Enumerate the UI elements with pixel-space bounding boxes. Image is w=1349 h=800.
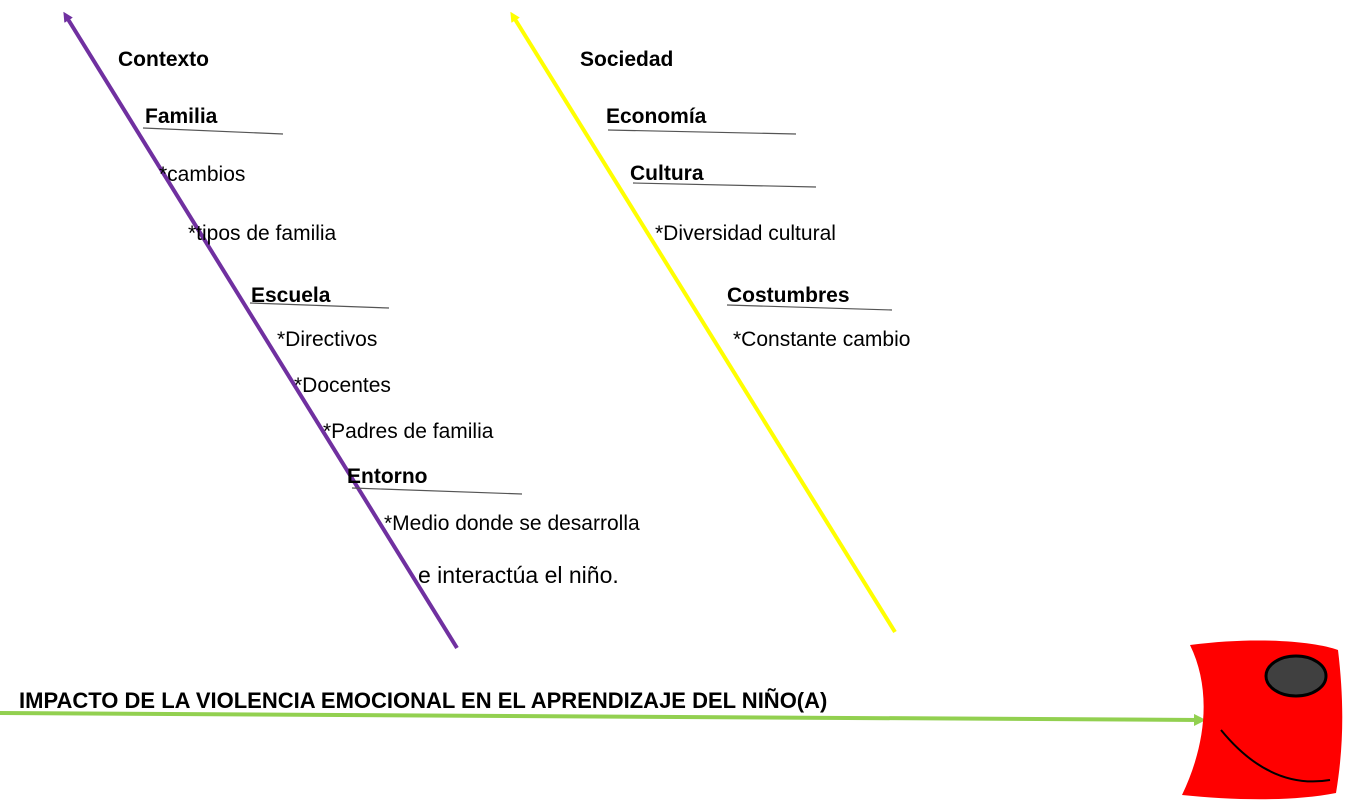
economia-branch-line — [607, 129, 797, 135]
entorno-item-interactua: e interactúa el niño. — [418, 562, 619, 588]
diagram-title: IMPACTO DE LA VIOLENCIA EMOCIONAL EN EL … — [19, 688, 828, 713]
escuela-item-padres: *Padres de familia — [323, 420, 494, 443]
contexto-label: Contexto — [118, 48, 209, 71]
escuela-label: Escuela — [251, 284, 331, 307]
familia-label: Familia — [145, 105, 218, 128]
cultura-item-diversidad: *Diversidad cultural — [655, 222, 836, 245]
costumbres-label: Costumbres — [727, 284, 850, 307]
escuela-branch-line — [249, 302, 390, 309]
sociedad-label: Sociedad — [580, 48, 674, 71]
familia-item-tipos: *tipos de familia — [188, 222, 337, 245]
economia-label: Economía — [606, 105, 707, 128]
entorno-item-medio: *Medio donde se desarrolla — [384, 512, 640, 535]
fish-head — [1182, 640, 1343, 800]
sociedad-bone-line — [510, 11, 897, 634]
costumbres-item-cambio: *Constante cambio — [733, 328, 911, 351]
escuela-item-docentes: *Docentes — [294, 374, 391, 397]
fish-mouth — [1220, 729, 1331, 783]
fish-eye — [1264, 654, 1328, 698]
escuela-item-directivos: *Directivos — [277, 328, 378, 351]
contexto-bone-line — [63, 11, 459, 650]
familia-item-cambios: *cambios — [159, 163, 246, 186]
cultura-label: Cultura — [630, 162, 704, 185]
entorno-branch-line — [351, 487, 523, 495]
familia-branch-line — [142, 127, 284, 135]
entorno-label: Entorno — [347, 465, 428, 488]
cultura-branch-line — [632, 182, 817, 188]
costumbres-branch-line — [726, 304, 893, 311]
spine-line — [0, 711, 1206, 726]
